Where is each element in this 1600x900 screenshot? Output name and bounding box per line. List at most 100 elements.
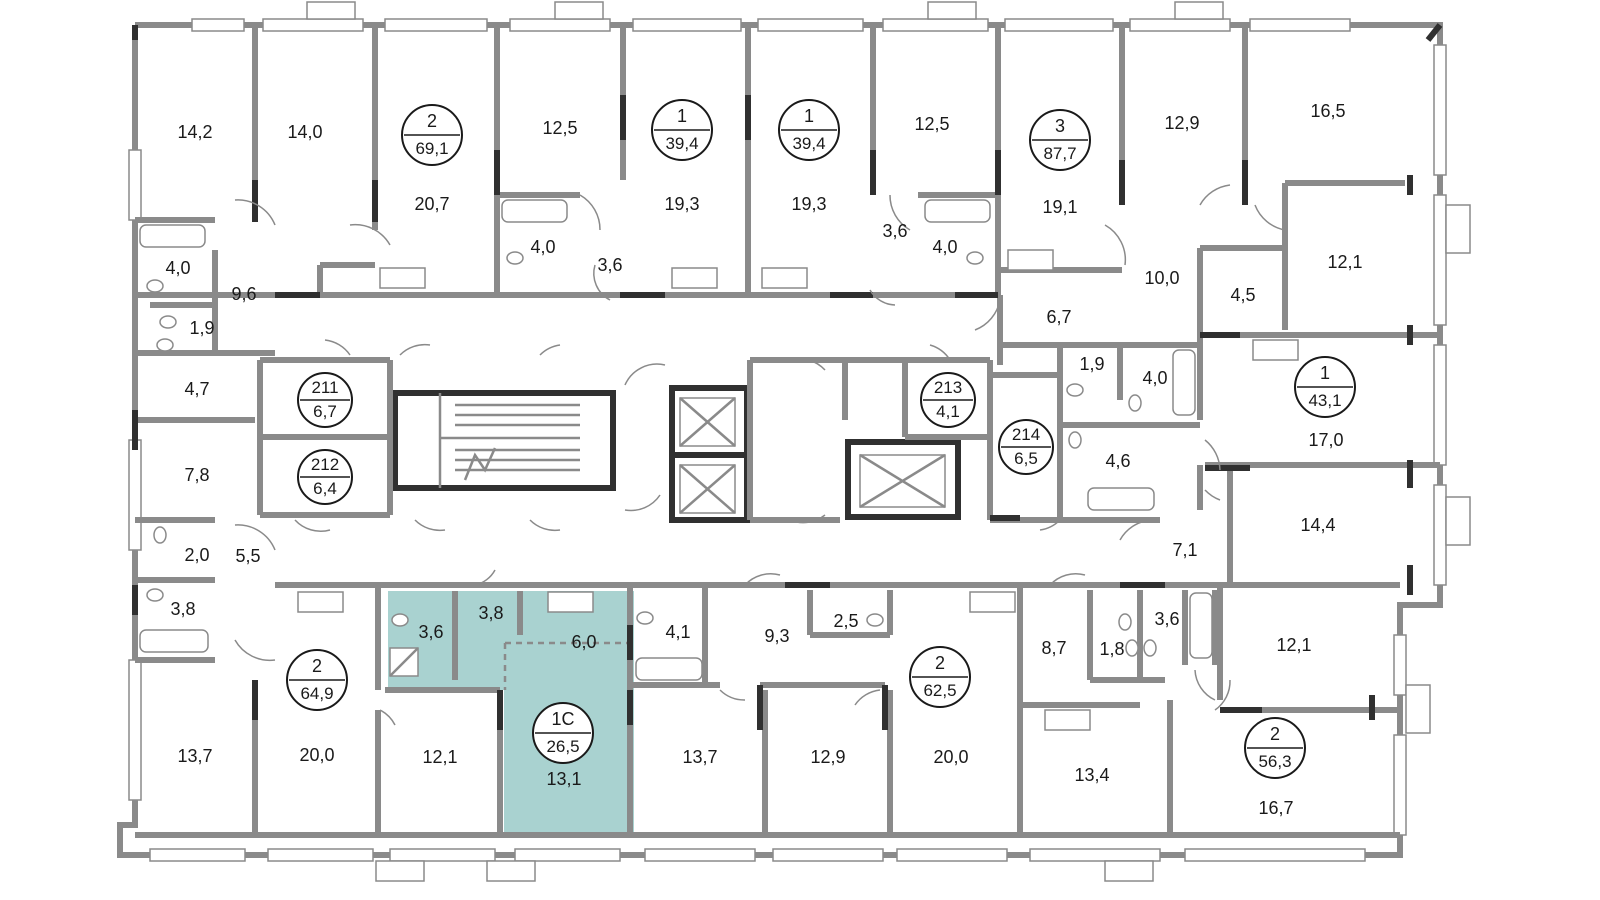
badge-storage-214[interactable]: 214 6,5 xyxy=(998,419,1054,475)
highlighted-apartment-1c[interactable] xyxy=(388,591,634,838)
badge-storage-211[interactable]: 211 6,7 xyxy=(297,372,353,428)
room-area: 20,7 xyxy=(414,194,449,214)
apartment-badges: 2 69,1 1 39,4 1 39,4 3 87,7 1 43,1 xyxy=(286,99,1356,779)
room-area: 4,5 xyxy=(1230,285,1255,305)
badge-rooms: 2 xyxy=(427,111,437,131)
room-area: 8,7 xyxy=(1041,638,1066,658)
room-area: 12,1 xyxy=(1276,635,1311,655)
top-windows xyxy=(191,1,1351,32)
room-area: 3,6 xyxy=(597,255,622,275)
badge-rooms: 1С xyxy=(551,709,574,729)
room-area: 14,0 xyxy=(287,122,322,142)
badge-area: 69,1 xyxy=(415,139,448,158)
badge-number: 211 xyxy=(311,378,338,397)
room-area: 6,7 xyxy=(1046,307,1071,327)
badge-apt-1-39b[interactable]: 1 39,4 xyxy=(778,99,840,161)
badge-rooms: 1 xyxy=(677,106,687,126)
badge-area: 43,1 xyxy=(1308,391,1341,410)
room-area: 12,1 xyxy=(1327,252,1362,272)
room-area: 4,0 xyxy=(1142,368,1167,388)
badge-apt-2-69[interactable]: 2 69,1 xyxy=(401,104,463,166)
wall-accents xyxy=(132,95,1413,730)
room-area: 12,5 xyxy=(914,114,949,134)
badge-area: 56,3 xyxy=(1258,752,1291,771)
room-area: 17,0 xyxy=(1308,430,1343,450)
room-area: 3,6 xyxy=(418,622,443,642)
room-area: 10,0 xyxy=(1144,268,1179,288)
room-area: 4,1 xyxy=(665,622,690,642)
room-area: 20,0 xyxy=(933,747,968,767)
badge-rooms: 2 xyxy=(312,656,322,676)
room-area: 12,9 xyxy=(1164,113,1199,133)
badge-number: 212 xyxy=(311,455,339,474)
badge-area: 87,7 xyxy=(1043,144,1076,163)
room-area: 13,1 xyxy=(546,769,581,789)
room-area: 4,0 xyxy=(165,258,190,278)
room-area: 2,0 xyxy=(184,545,209,565)
room-area: 14,2 xyxy=(177,122,212,142)
room-area: 1,8 xyxy=(1099,639,1124,659)
room-area: 12,1 xyxy=(422,747,457,767)
badge-apt-1-39a[interactable]: 1 39,4 xyxy=(651,99,713,161)
badge-number: 213 xyxy=(934,378,962,397)
room-area: 9,3 xyxy=(764,626,789,646)
badge-area: 26,5 xyxy=(546,737,579,756)
room-area: 2,5 xyxy=(833,611,858,631)
room-area: 3,6 xyxy=(882,221,907,241)
badge-storage-213[interactable]: 213 4,1 xyxy=(920,372,976,428)
room-area: 14,4 xyxy=(1300,515,1335,535)
badge-storage-212[interactable]: 212 6,4 xyxy=(297,449,353,505)
badge-number: 214 xyxy=(1012,425,1040,444)
room-area: 4,0 xyxy=(530,237,555,257)
room-area: 3,8 xyxy=(478,603,503,623)
badge-area: 39,4 xyxy=(792,134,825,153)
room-area: 13,7 xyxy=(682,747,717,767)
room-area: 6,0 xyxy=(571,632,596,652)
badge-apt-2-64[interactable]: 2 64,9 xyxy=(286,649,348,711)
badge-rooms: 1 xyxy=(1320,363,1330,383)
right-windows xyxy=(128,44,1471,836)
room-area: 19,3 xyxy=(664,194,699,214)
room-area: 16,7 xyxy=(1258,798,1293,818)
room-area: 19,3 xyxy=(791,194,826,214)
doors xyxy=(234,184,1286,726)
room-area: 3,8 xyxy=(170,599,195,619)
room-area: 5,5 xyxy=(235,546,260,566)
badge-area: 6,4 xyxy=(313,479,337,498)
room-area: 19,1 xyxy=(1042,197,1077,217)
badge-rooms: 1 xyxy=(804,106,814,126)
interior-walls-bottom xyxy=(135,465,1400,838)
badge-area: 6,7 xyxy=(313,402,337,421)
room-area: 7,8 xyxy=(184,465,209,485)
badge-rooms: 2 xyxy=(935,653,945,673)
badge-apt-3-87[interactable]: 3 87,7 xyxy=(1029,109,1091,171)
building-core xyxy=(257,357,1060,523)
badge-apt-1-43[interactable]: 1 43,1 xyxy=(1294,356,1356,418)
badge-area: 62,5 xyxy=(923,681,956,700)
room-area: 16,5 xyxy=(1310,101,1345,121)
badge-apt-1c-26[interactable]: 1С 26,5 xyxy=(532,702,594,764)
badge-rooms: 2 xyxy=(1270,724,1280,744)
bottom-windows xyxy=(149,848,1366,882)
room-labels: 14,2 14,0 20,7 12,5 19,3 19,3 12,5 19,1 … xyxy=(165,101,1362,818)
room-area: 12,9 xyxy=(810,747,845,767)
room-area: 13,7 xyxy=(177,746,212,766)
badge-rooms: 3 xyxy=(1055,116,1065,136)
room-area: 20,0 xyxy=(299,745,334,765)
room-area: 13,4 xyxy=(1074,765,1109,785)
room-area: 4,7 xyxy=(184,379,209,399)
fixtures xyxy=(139,199,1299,731)
room-area: 9,6 xyxy=(231,284,256,304)
room-area: 1,9 xyxy=(189,318,214,338)
room-area: 1,9 xyxy=(1079,354,1104,374)
room-area: 4,6 xyxy=(1105,451,1130,471)
badge-apt-2-62[interactable]: 2 62,5 xyxy=(909,646,971,708)
room-area: 4,0 xyxy=(932,237,957,257)
badge-area: 6,5 xyxy=(1014,449,1038,468)
room-area: 3,6 xyxy=(1154,609,1179,629)
badge-apt-2-56[interactable]: 2 56,3 xyxy=(1244,717,1306,779)
badge-area: 39,4 xyxy=(665,134,698,153)
badge-area: 4,1 xyxy=(936,402,960,421)
storage-badges: 211 6,7 212 6,4 213 4,1 214 6,5 xyxy=(297,372,1054,505)
